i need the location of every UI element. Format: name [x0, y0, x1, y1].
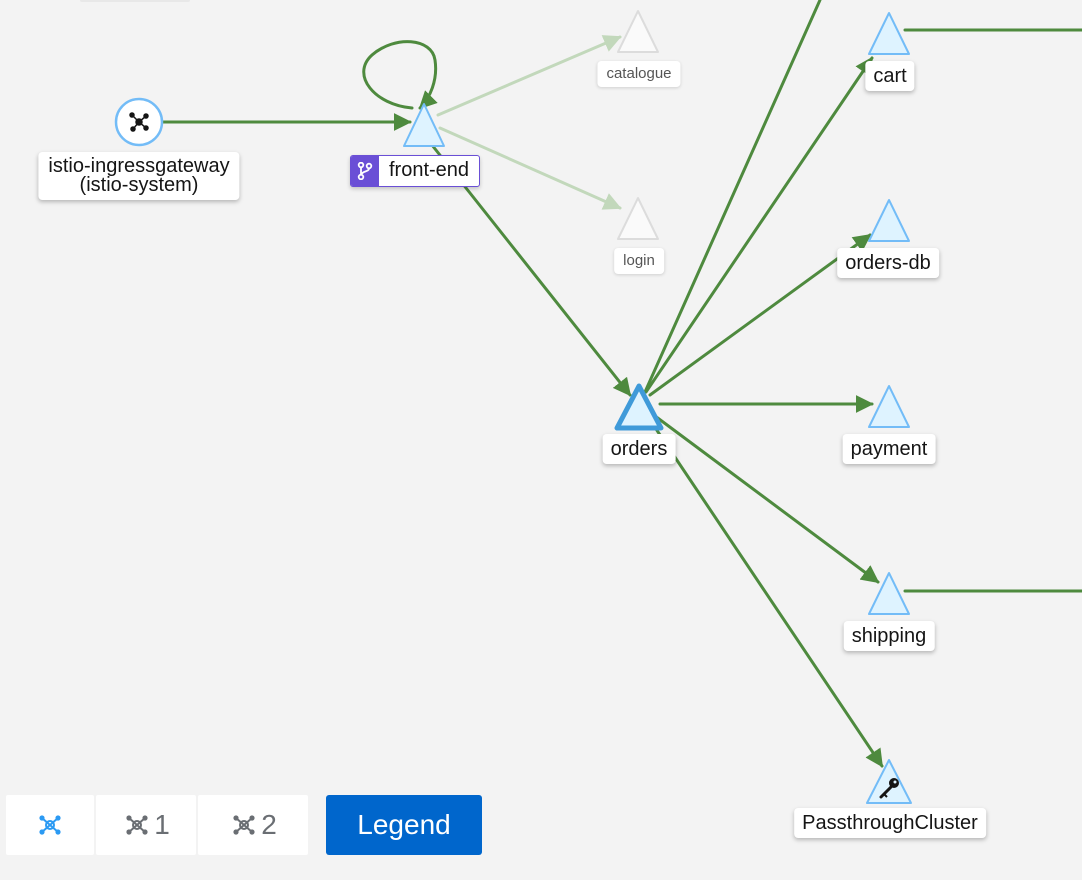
gateway-icon [129, 112, 149, 132]
node-orders[interactable] [614, 383, 664, 431]
code-branch-icon [351, 156, 379, 186]
node-label-passthrough[interactable]: PassthroughCluster [794, 808, 986, 838]
key-icon [879, 778, 899, 799]
node-label-login[interactable]: login [614, 248, 664, 274]
node-ingress[interactable] [114, 97, 164, 147]
ingress-label-namespace: (istio-system) [79, 174, 199, 196]
node-label-cart[interactable]: cart [865, 61, 915, 91]
partial-element [80, 0, 190, 2]
node-login[interactable] [617, 197, 659, 240]
layout-2-icon [233, 815, 255, 835]
edge-frontend-self-loop [362, 40, 438, 110]
edge-orders-passthrough [648, 418, 884, 768]
node-shipping[interactable] [868, 572, 910, 615]
node-payment[interactable] [868, 385, 910, 428]
layout-2-label: 2 [261, 809, 277, 840]
node-label-shipping[interactable]: shipping [843, 621, 935, 651]
layout-default-button[interactable] [6, 795, 94, 855]
node-label-payment[interactable]: payment [842, 434, 936, 464]
edge-frontend-catalogue [436, 35, 622, 117]
node-label-frontend[interactable]: front-end [350, 155, 481, 187]
node-catalogue[interactable] [617, 10, 659, 53]
node-cart[interactable] [868, 12, 910, 55]
edge-frontend-login [438, 126, 622, 210]
ingress-label-name: istio-ingressgateway [48, 155, 230, 177]
frontend-label-text: front-end [389, 159, 470, 181]
node-label-orders-db[interactable]: orders-db [837, 248, 939, 278]
edges [160, 0, 1082, 768]
node-orders-db[interactable] [868, 199, 910, 242]
layout-2-button[interactable]: 2 [198, 795, 308, 855]
layout-1-label: 1 [154, 809, 170, 840]
node-passthrough[interactable] [866, 759, 912, 804]
node-label-ingress[interactable]: istio-ingressgateway (istio-system) [38, 152, 240, 200]
edge-orders-cart [644, 56, 874, 394]
edge-orders-shipping [653, 414, 880, 584]
node-label-orders[interactable]: orders [602, 434, 676, 464]
layout-default-icon [39, 815, 61, 835]
node-frontend[interactable] [403, 103, 445, 147]
edge-orders-offscreen [643, 0, 822, 394]
edge-orders-ordersdb [648, 233, 872, 397]
layout-1-icon [126, 815, 148, 835]
layout-1-button[interactable]: 1 [96, 795, 196, 855]
legend-button[interactable]: Legend [326, 795, 482, 855]
node-label-catalogue[interactable]: catalogue [597, 61, 681, 87]
